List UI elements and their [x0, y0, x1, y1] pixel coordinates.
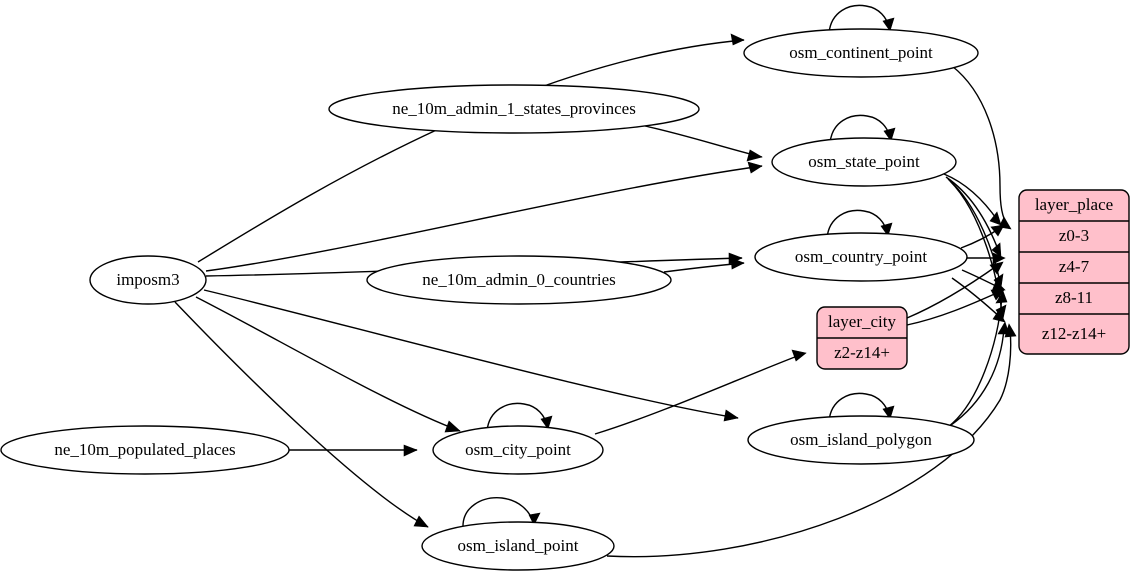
- edge-osm-island-polygon-to-layer-place-z12-z14: [950, 321, 1010, 426]
- node-layer: imposm3 ne_10m_admin_1_states_provinces …: [0, 28, 1130, 571]
- edge-osm-continent-point-to-layer-place-z0-3: [951, 65, 1012, 230]
- edge-ne-states-to-osm-state-point: [644, 125, 763, 162]
- node-osm-continent-point[interactable]: osm_continent_point: [743, 28, 979, 78]
- edge-osm-state-point-to-layer-place-z4-7: [945, 176, 1002, 258]
- node-layer-place[interactable]: layer_place z0-3 z4-7 z8-11 z12-z14+: [1018, 189, 1130, 355]
- edge-imposm3-to-osm-city-point: [195, 296, 461, 433]
- edge-layer-city-to-layer-place-z4-7: [906, 261, 1004, 319]
- edge-osm-city-point-to-layer-city: [594, 349, 807, 435]
- node-osm-island-point[interactable]: osm_island_point: [421, 521, 615, 571]
- self-loop-osm-island-polygon: [828, 392, 895, 422]
- node-osm-city-point[interactable]: osm_city_point: [432, 425, 604, 475]
- edge-osm-island-point-to-layer-place-z12-z14: [606, 323, 1017, 558]
- edge-osm-state-point-to-layer-place-z0-3: [943, 173, 1002, 226]
- edge-imposm3-to-osm-island-point: [174, 301, 429, 528]
- node-osm-country-point[interactable]: osm_country_point: [754, 232, 968, 282]
- self-loop-osm-city-point: [486, 402, 553, 432]
- node-ne-10m-admin-0-countries[interactable]: ne_10m_admin_0_countries: [366, 255, 672, 305]
- node-ne-10m-populated-places[interactable]: ne_10m_populated_places: [0, 425, 290, 475]
- self-loop-osm-continent-point: [828, 4, 895, 34]
- edge-ne-countries-to-osm-country-point: [663, 257, 745, 273]
- edge-imposm3-to-osm-continent-point: [197, 33, 745, 263]
- self-loop-osm-state-point: [829, 114, 896, 144]
- self-loop-osm-country-point: [826, 209, 893, 239]
- edge-osm-country-point-to-layer-place-z4-7: [965, 252, 1006, 265]
- edge-layer-city-to-layer-place-z8-11: [906, 289, 1005, 326]
- edge-imposm3-to-osm-island-polygon: [203, 289, 739, 422]
- node-layer-city[interactable]: layer_city z2-z14+: [816, 306, 908, 370]
- edge-osm-country-point-to-layer-place-z0-3: [960, 224, 1005, 249]
- node-ne-10m-admin-1-states-provinces[interactable]: ne_10m_admin_1_states_provinces: [328, 84, 700, 134]
- node-osm-state-point[interactable]: osm_state_point: [771, 137, 957, 187]
- node-osm-island-polygon[interactable]: osm_island_polygon: [747, 415, 975, 465]
- self-loop-osm-island-point: [462, 497, 541, 529]
- edge-osm-island-polygon-to-layer-place-z8-11: [947, 290, 1008, 428]
- edge-layer: [174, 4, 1017, 558]
- node-imposm3[interactable]: imposm3: [89, 255, 207, 305]
- edge-ne-populated-to-osm-city-point: [289, 444, 418, 457]
- edge-imposm3-to-osm-state-point: [205, 161, 763, 272]
